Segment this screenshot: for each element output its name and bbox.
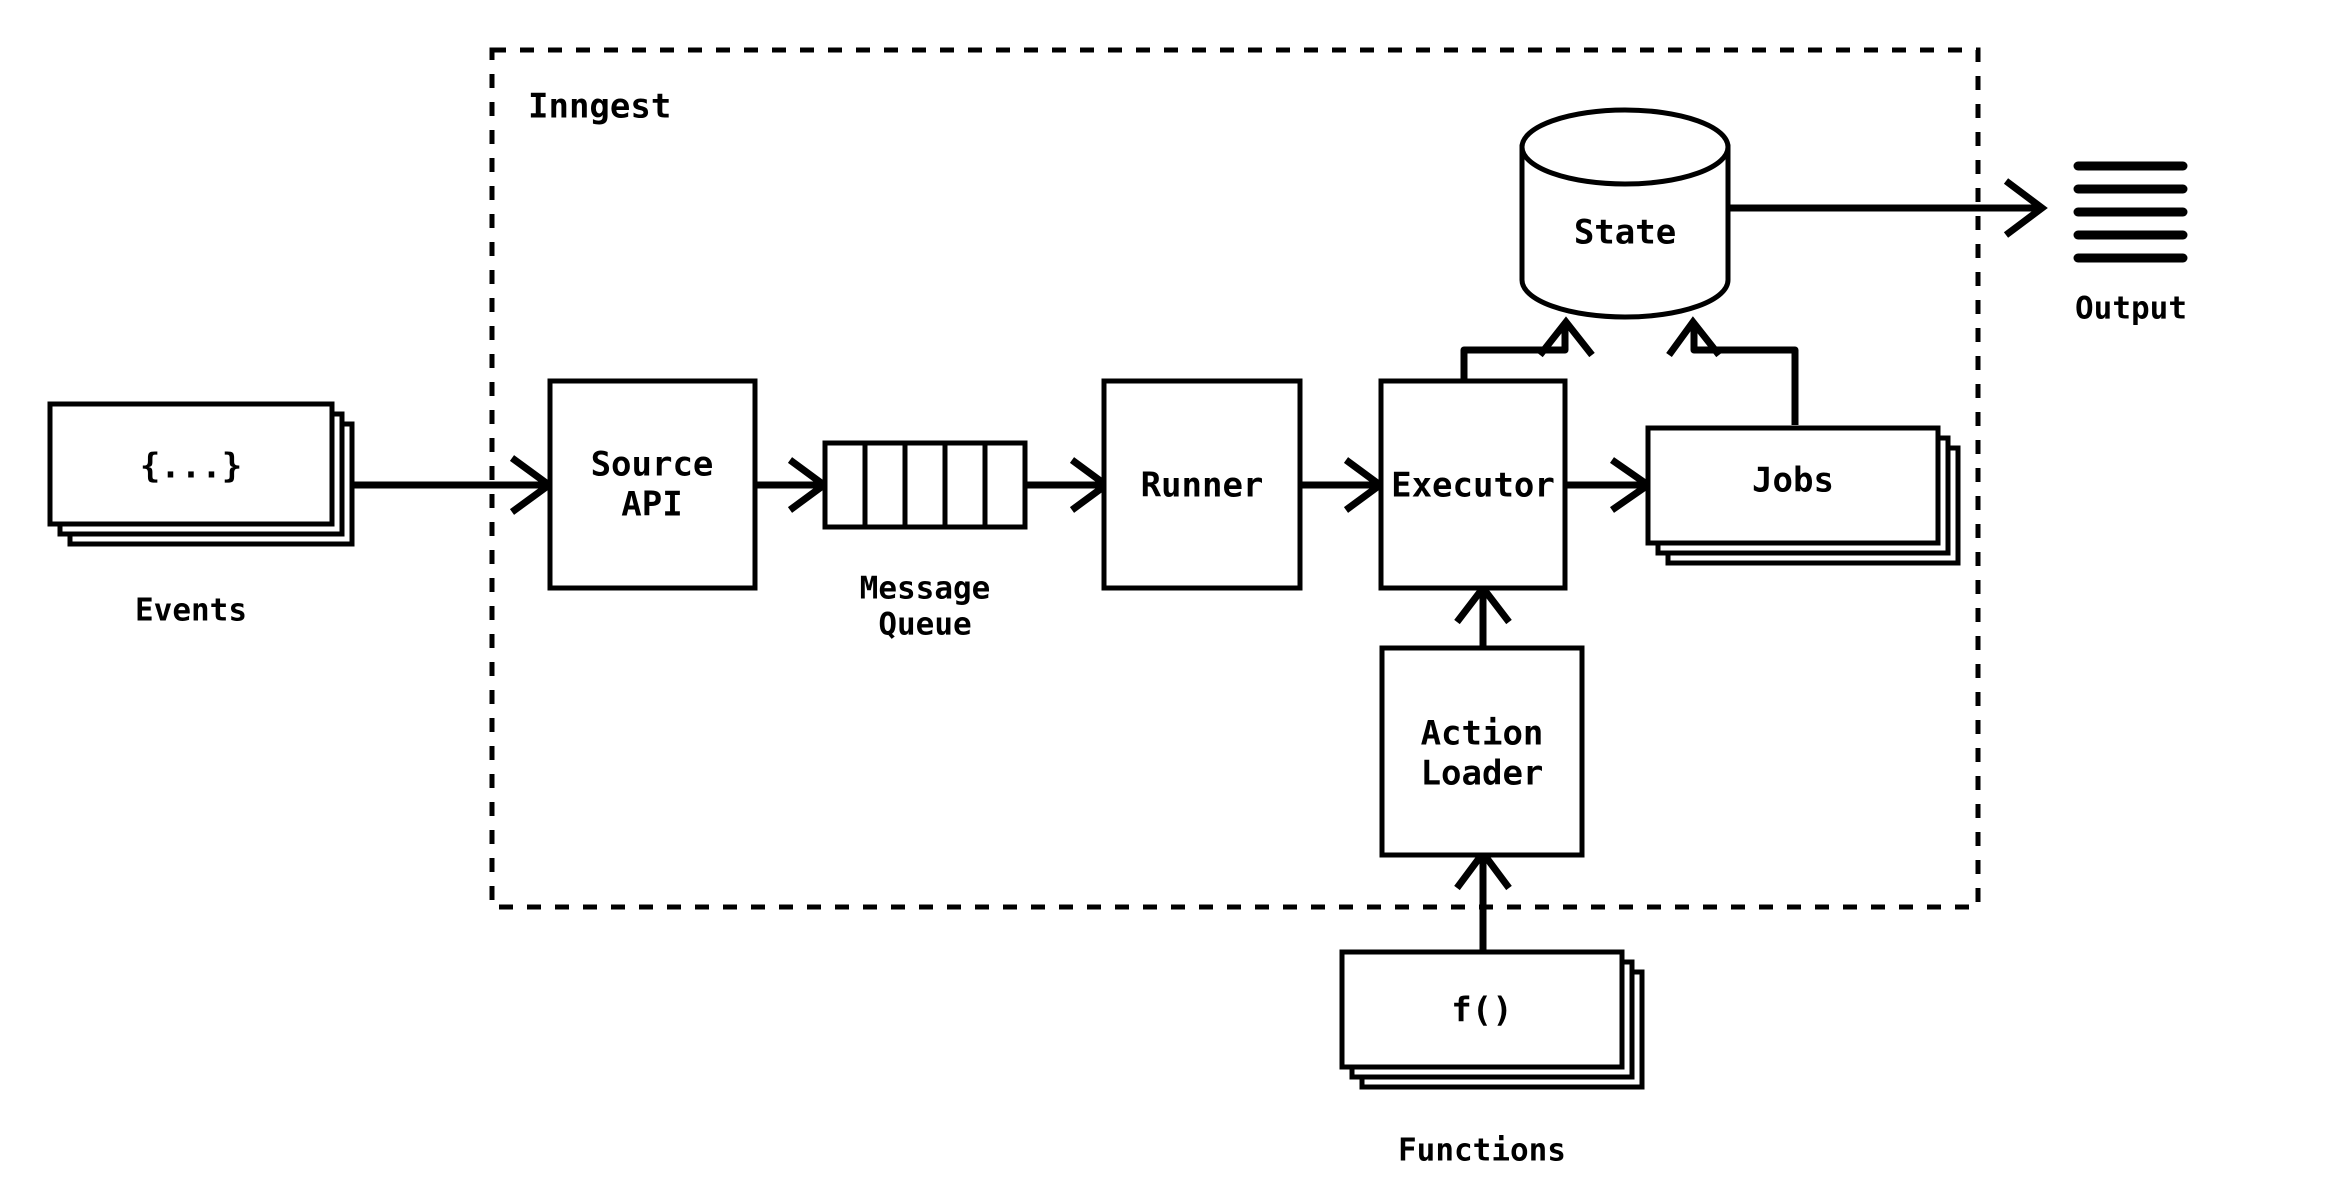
action-loader-label-line2: Loader xyxy=(1421,754,1544,794)
functions-label: f() xyxy=(1451,991,1512,1031)
edge-source-api-to-message-queue xyxy=(756,457,830,513)
edge-executor-to-state xyxy=(1460,316,1595,382)
inngest-boundary xyxy=(489,47,1981,910)
action-loader-label-line1: Action xyxy=(1421,714,1544,754)
inngest-title: Inngest xyxy=(528,87,671,127)
edge-executor-to-jobs xyxy=(1565,457,1655,513)
edge-action-loader-to-executor xyxy=(1454,582,1512,648)
jobs-label: Jobs xyxy=(1752,461,1834,501)
node-jobs[interactable] xyxy=(1645,425,1961,566)
functions-caption: Functions xyxy=(1398,1133,1566,1169)
edge-state-to-output xyxy=(1728,178,2048,238)
node-functions[interactable] xyxy=(1339,949,1645,1090)
node-output[interactable] xyxy=(2073,161,2188,263)
source-api-label-line1: Source xyxy=(591,445,714,485)
runner-label: Runner xyxy=(1141,466,1264,506)
node-runner[interactable] xyxy=(1101,378,1303,591)
node-source-api[interactable] xyxy=(547,378,758,591)
message-queue-caption-line1: Message xyxy=(860,571,991,607)
edge-events-to-source-api xyxy=(348,455,555,515)
executor-label: Executor xyxy=(1391,466,1555,506)
events-label: {...} xyxy=(140,447,242,487)
node-action-loader[interactable] xyxy=(1379,645,1585,858)
edge-runner-to-executor xyxy=(1300,457,1386,513)
edge-jobs-to-state xyxy=(1666,316,1799,425)
source-api-label-line2: API xyxy=(621,485,682,525)
edge-functions-to-action-loader xyxy=(1454,847,1512,950)
state-label: State xyxy=(1574,213,1676,253)
events-caption: Events xyxy=(135,593,247,629)
node-events[interactable] xyxy=(47,401,355,547)
output-caption: Output xyxy=(2075,291,2187,327)
edge-message-queue-to-runner xyxy=(1026,457,1112,513)
node-executor[interactable] xyxy=(1378,378,1568,591)
node-message-queue[interactable] xyxy=(822,440,1028,530)
node-state[interactable] xyxy=(1519,107,1731,320)
message-queue-caption-line2: Queue xyxy=(878,607,971,643)
